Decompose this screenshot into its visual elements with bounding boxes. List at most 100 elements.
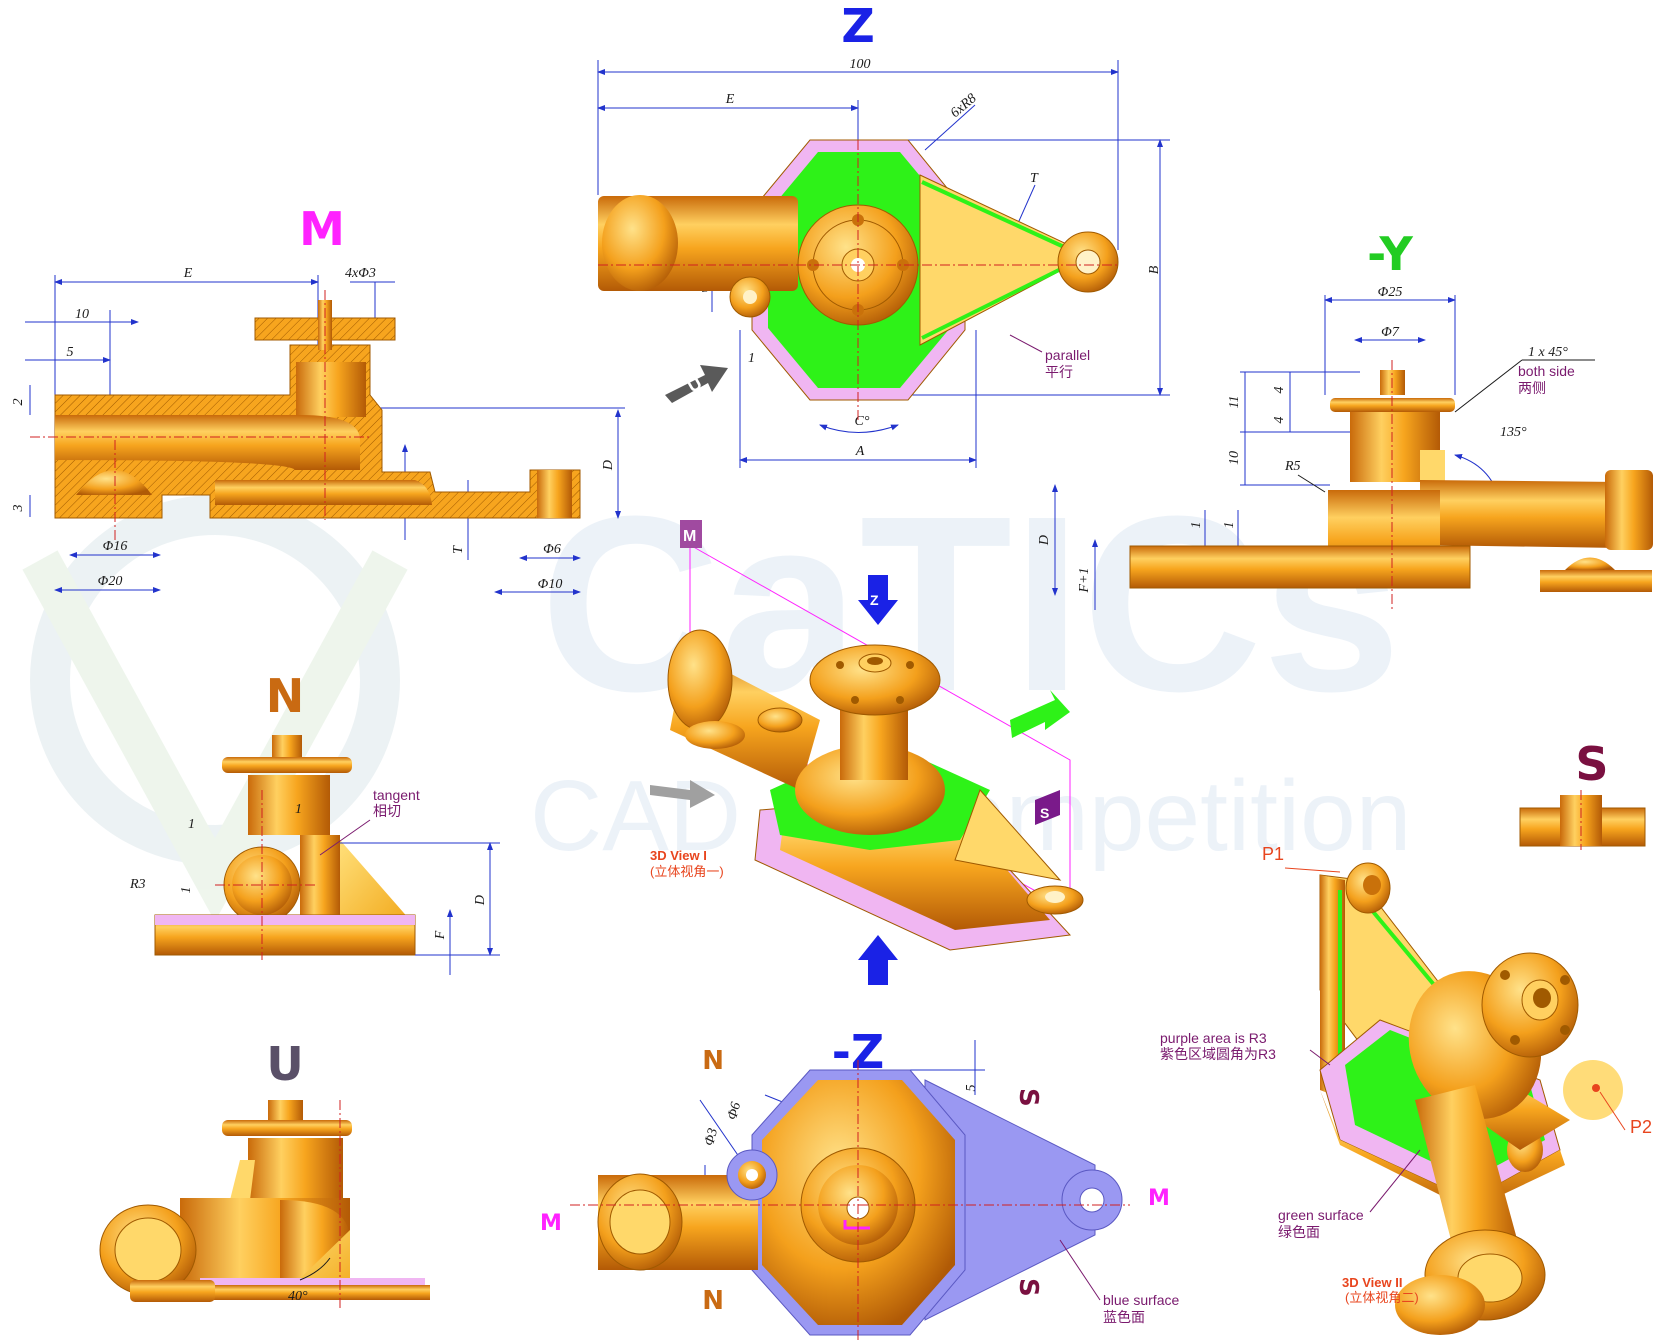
view-u: U 40° (99, 1037, 430, 1310)
z-dim-6xr8: 6xR8 (948, 91, 980, 121)
s-marker-label: S (1040, 805, 1049, 821)
m-dim-5: 5 (67, 345, 74, 360)
n-dim-f: F (433, 930, 448, 940)
n-section-marker-top: N (702, 1043, 724, 1073)
view-n: N tangent 相切 1 1 1 R3 D F (129, 669, 500, 975)
z-dim-e: E (725, 92, 735, 107)
s-section-marker-bottom: S (1013, 1278, 1043, 1297)
u-view-marker-iso (650, 780, 715, 808)
u-view-marker-top: U (665, 365, 728, 403)
watermark-title: CaTICs (540, 464, 1401, 743)
s-view-marker: S (1035, 790, 1060, 825)
z-dim-t: T (1030, 171, 1039, 186)
n-dim-1b: 1 (295, 802, 302, 817)
iso-view-2: P1 P2 purple area is R3 紫色区域圆角为R3 green … (1160, 844, 1652, 1335)
u-dim-40: 40° (288, 1289, 308, 1304)
iso2-note-purple-cn: 紫色区域圆角为R3 (1160, 1046, 1276, 1062)
p1-label: P1 (1262, 844, 1284, 864)
y-dim-1a: 1 (1189, 522, 1204, 529)
y-dim-4a: 4 (1272, 387, 1287, 394)
view-s-label: S (1575, 737, 1608, 791)
nz-dim-5: 5 (964, 1085, 979, 1092)
n-dim-r3: R3 (129, 877, 146, 892)
view-neg-z: -Z N N S S M M 5 Φ3 Φ6 T 3 (540, 1025, 1179, 1340)
z-dim-1: 1 (748, 351, 755, 366)
n-dim-1a: 1 (188, 817, 195, 832)
z-view-marker-top: Z (858, 575, 898, 625)
m-section-marker-right: M (1148, 1186, 1170, 1211)
m-dim-d: D (601, 460, 616, 471)
m-dim-t: T (451, 545, 466, 554)
nz-dim-d6: Φ6 (725, 1101, 744, 1122)
m-marker-label: M (683, 528, 696, 545)
z-note-parallel-en: parallel (1045, 347, 1090, 363)
m-marker-right-label: M (1148, 1186, 1170, 1211)
m-view-marker: M (680, 520, 702, 548)
watermark-cad: CAD (530, 760, 741, 872)
s-section-marker-top: S (1013, 1088, 1043, 1107)
m-dim-d20: Φ20 (98, 574, 123, 589)
m-dim-3: 3 (11, 505, 26, 513)
z-dim-100: 100 (850, 57, 871, 72)
iso-view-1: M Z S 3D View I (立体视角一) (650, 520, 1084, 985)
view-neg-y: -Y Φ25 Φ7 1 x 45° both side 两侧 4 4 11 10… (1037, 227, 1653, 610)
y-note-bothside-cn: 两侧 (1518, 380, 1546, 396)
iso1-title-cn: (立体视角一) (650, 864, 724, 879)
y-view-marker (1010, 690, 1070, 738)
n-note-tangent-en: tangent (373, 787, 420, 803)
m-marker-left-label: M (540, 1211, 562, 1236)
y-note-bothside-en: both side (1518, 363, 1575, 379)
z-marker-top-label: Z (870, 592, 879, 608)
m-dim-2: 2 (11, 399, 26, 406)
view-m: M E 4xΦ3 10 5 2 3 8 D F T Φ16 Φ20 Φ6 Φ10 (11, 202, 625, 595)
n-dim-d: D (473, 895, 488, 906)
y-dim-d: D (1037, 535, 1052, 546)
z-view-marker-bottom (858, 935, 898, 985)
p2-label: P2 (1630, 1117, 1652, 1137)
s-marker-top-label: S (1013, 1088, 1043, 1107)
m-dim-d6: Φ6 (543, 542, 561, 557)
view-u-label: U (266, 1037, 303, 1091)
view-z: Z 100 E B A C° 6xR8 T 3 3 1 (597, 0, 1170, 468)
m-dim-d10: Φ10 (538, 577, 563, 592)
view-neg-y-label: -Y (1367, 227, 1413, 281)
view-n-label: N (266, 669, 305, 723)
y-dim-10: 10 (1227, 451, 1242, 465)
n-marker-top-label: N (702, 1043, 724, 1073)
n-note-tangent-cn: 相切 (373, 803, 401, 819)
m-dim-e: E (183, 266, 193, 281)
iso2-note-green-en: green surface (1278, 1207, 1364, 1223)
y-dim-1x45: 1 x 45° (1528, 345, 1568, 360)
y-dim-f1: F+1 (1077, 568, 1092, 594)
view-m-label: M (299, 202, 345, 256)
iso1-title-en: 3D View I (650, 848, 707, 863)
iso2-title-en: 3D View II (1342, 1275, 1402, 1290)
n-dim-1c: 1 (179, 887, 194, 894)
y-dim-11: 11 (1227, 396, 1242, 409)
n-section-marker-bottom: N (702, 1283, 724, 1313)
z-dim-c: C° (855, 414, 870, 429)
y-dim-d25: Φ25 (1378, 285, 1403, 300)
z-dim-a: A (855, 444, 865, 459)
z-note-parallel-cn: 平行 (1045, 364, 1073, 380)
y-dim-1b: 1 (1222, 522, 1237, 529)
nz-note-blue-cn: 蓝色面 (1103, 1309, 1145, 1325)
m-dim-4xd3: 4xΦ3 (345, 266, 376, 281)
m-dim-d16: Φ16 (103, 539, 128, 554)
y-dim-d7: Φ7 (1381, 325, 1400, 340)
y-dim-r5: R5 (1284, 459, 1301, 474)
n-marker-bottom-label: N (702, 1283, 724, 1313)
s-marker-bottom-label: S (1013, 1278, 1043, 1297)
view-s: S (1519, 737, 1646, 850)
m-section-marker-left: M (540, 1211, 562, 1236)
m-dim-10: 10 (75, 307, 89, 322)
y-dim-135: 135° (1500, 425, 1527, 440)
nz-dim-d3: Φ3 (702, 1127, 721, 1148)
z-dim-b: B (1147, 265, 1162, 274)
view-z-label: Z (841, 0, 874, 53)
iso2-note-green-cn: 绿色面 (1278, 1224, 1320, 1240)
iso2-note-purple-en: purple area is R3 (1160, 1030, 1267, 1046)
nz-note-blue-en: blue surface (1103, 1292, 1179, 1308)
iso2-title-cn: (立体视角二) (1345, 1290, 1419, 1305)
